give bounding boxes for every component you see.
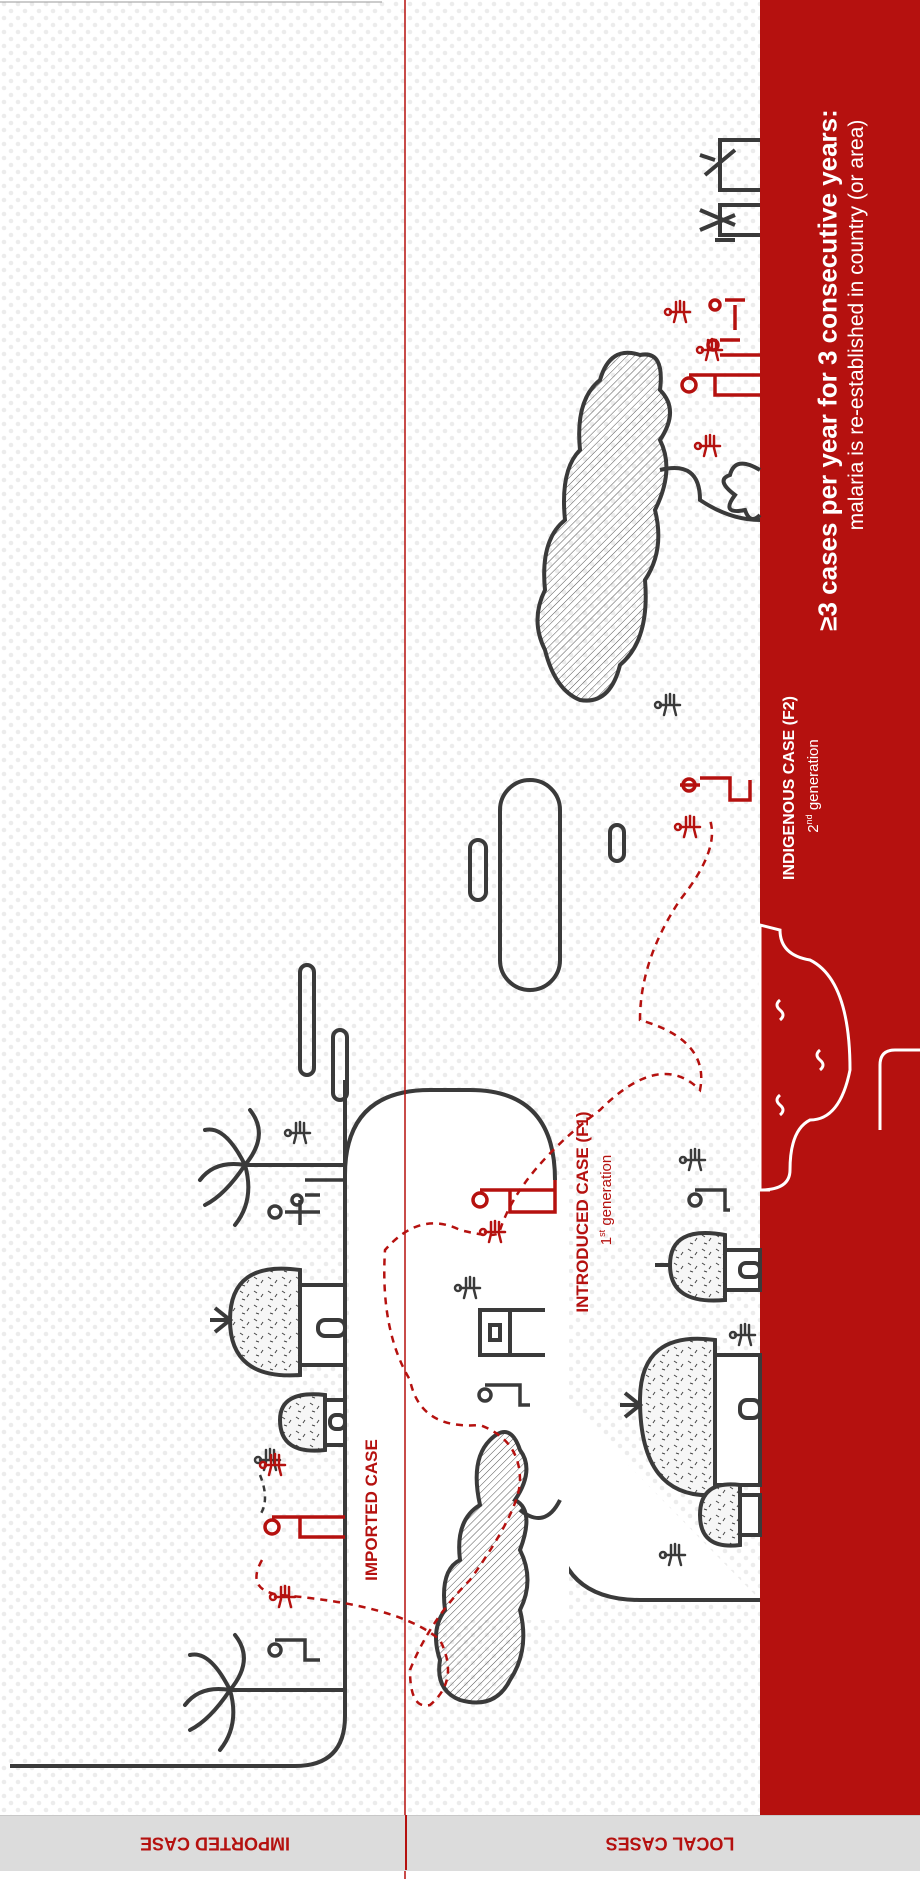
second-generation-suffix: nd (804, 814, 814, 824)
second-generation-number: 2 (805, 824, 822, 832)
footer-imported-case: IMPORTED CASE (140, 1833, 290, 1854)
footer-bar (0, 1815, 920, 1871)
hut-icon (280, 1394, 345, 1450)
banner-subline: malaria is re-established in country (or… (845, 120, 869, 531)
hut-icon (700, 1484, 760, 1545)
first-generation-suffix: st (597, 1230, 607, 1237)
second-generation-text: generation (805, 739, 822, 814)
footer-local-cases: LOCAL CASES (606, 1833, 735, 1854)
first-generation-label: 1st generation (597, 1155, 615, 1245)
imported-case-label: IMPORTED CASE (362, 1439, 382, 1581)
introduced-case-label: INTRODUCED CASE (F1) (573, 1111, 593, 1312)
footer-divider (405, 1815, 407, 1870)
banner-headline: ≥3 cases per year for 3 consecutive year… (813, 109, 844, 631)
first-generation-number: 1 (598, 1237, 615, 1245)
indigenous-case-label: INDIGENOUS CASE (F2) (781, 696, 799, 880)
first-generation-text: generation (598, 1155, 615, 1230)
second-generation-label: 2nd generation (804, 739, 822, 832)
